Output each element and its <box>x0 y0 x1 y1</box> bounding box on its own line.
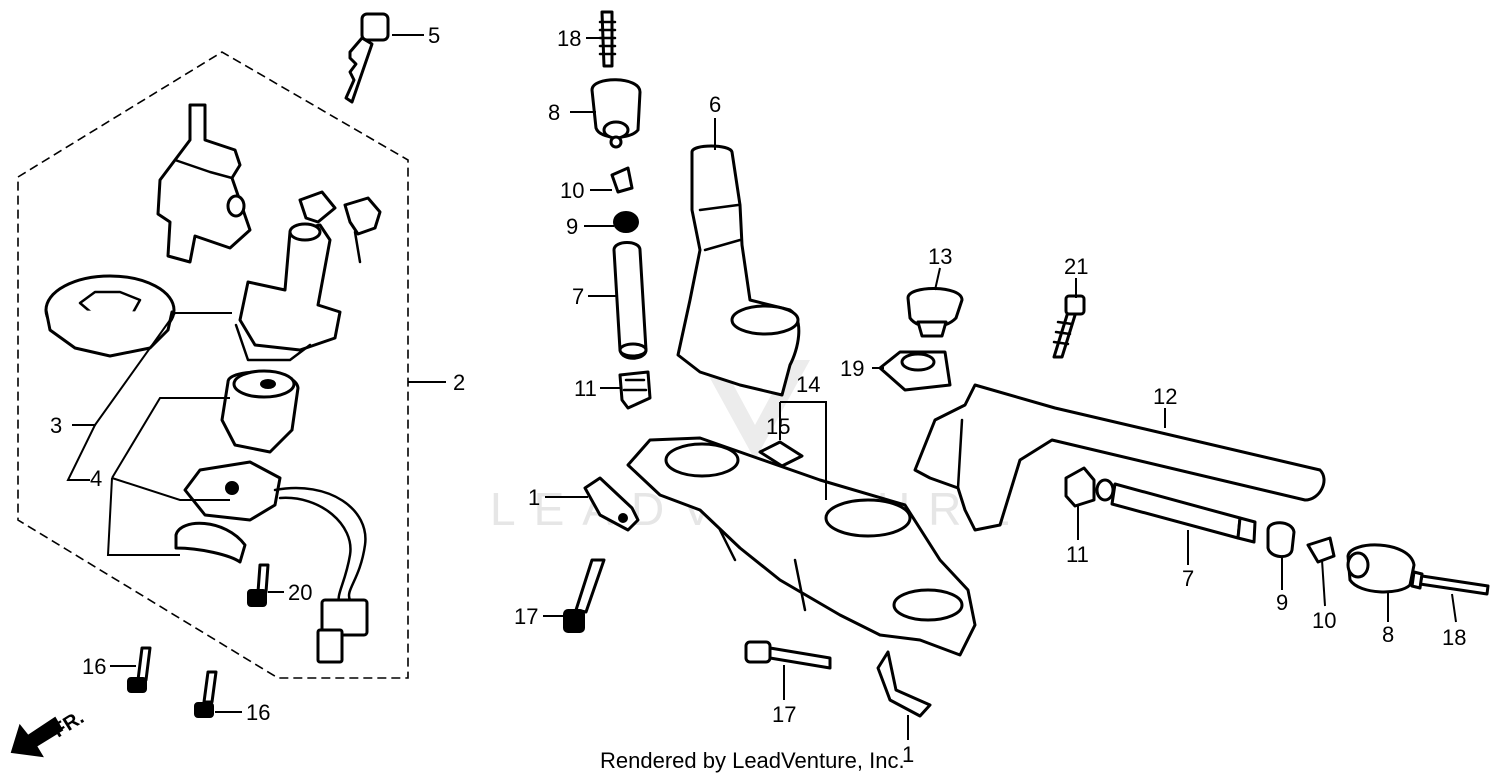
callouts: 5 2 3 4 20 16 16 18 8 10 9 7 11 6 13 19 … <box>50 23 1466 767</box>
fuel-cap-part <box>44 274 176 358</box>
callout-7-right: 7 <box>1182 566 1194 591</box>
callout-11-right: 11 <box>1066 542 1089 567</box>
callout-7-left: 7 <box>572 284 584 309</box>
callout-3: 3 <box>50 413 62 438</box>
callout-21: 21 <box>1064 254 1088 279</box>
clamp-ring-part <box>174 521 247 564</box>
cylinder-housing-part <box>220 369 300 454</box>
switch-base-part <box>183 460 369 664</box>
callout-16-top: 16 <box>82 654 106 679</box>
callout-12: 12 <box>1153 384 1177 409</box>
bolt-16-bottom-part <box>194 670 218 718</box>
callout-9-right: 9 <box>1276 590 1288 615</box>
bolt-17-left-part <box>563 558 606 633</box>
bolt-17-bottom-part <box>744 640 832 670</box>
bolt-16-top-part <box>127 646 152 693</box>
handlebar-6-part <box>676 144 801 397</box>
handlebar-12-part <box>913 383 1326 532</box>
direction-arrow: FR. <box>10 707 88 758</box>
bar-end-weight-8-left-part <box>590 78 642 149</box>
bracket-1-left-part <box>583 476 640 532</box>
callout-2: 2 <box>453 370 465 395</box>
callout-19: 19 <box>840 356 864 381</box>
weight-rod-7-right-part <box>1095 478 1257 544</box>
nut-19-part <box>878 350 952 392</box>
rubber-9-right-part <box>1266 521 1296 558</box>
callout-10-right: 10 <box>1312 608 1336 633</box>
weight-rod-7-left-part <box>612 241 648 360</box>
bar-end-weight-8-right-part <box>1346 543 1416 594</box>
callout-8-right: 8 <box>1382 622 1394 647</box>
key-part <box>344 12 390 104</box>
bracket-1-bottom-part <box>876 650 932 718</box>
ignition-switch-part <box>234 190 382 362</box>
callout-15: 15 <box>766 414 790 439</box>
callout-17-bottom: 17 <box>772 702 796 727</box>
bolt-21-part <box>1052 294 1086 359</box>
bolt-20-part <box>247 563 270 607</box>
callout-18-left: 18 <box>557 26 581 51</box>
nut-11-right-part <box>1064 466 1096 508</box>
arrow-down-left-icon <box>10 716 64 758</box>
callout-11-left: 11 <box>574 376 597 401</box>
clip-10-right-part <box>1306 536 1336 564</box>
credit-text: Rendered by LeadVenture, Inc. <box>600 748 905 773</box>
callout-14: 14 <box>796 372 820 397</box>
leader-lines <box>66 34 1457 740</box>
top-bridge-part <box>626 436 977 657</box>
callout-5: 5 <box>428 23 440 48</box>
callout-9-left: 9 <box>566 214 578 239</box>
callout-1-bottom: 1 <box>902 742 914 767</box>
callout-4: 4 <box>90 466 102 491</box>
direction-label: FR. <box>49 707 88 743</box>
callout-20: 20 <box>288 580 312 605</box>
callout-16-bottom: 16 <box>246 700 270 725</box>
callout-13: 13 <box>928 244 952 269</box>
callout-17-left: 17 <box>514 604 538 629</box>
clip-10-left-part <box>610 166 634 194</box>
nut-11-left-part <box>618 370 652 410</box>
screw-18-left-part <box>598 10 617 68</box>
cap-13-part <box>906 287 964 338</box>
callout-10-left: 10 <box>560 178 584 203</box>
callout-6: 6 <box>709 92 721 117</box>
screw-18-right-part <box>1410 570 1490 596</box>
callout-8-left: 8 <box>548 100 560 125</box>
assembly-boundary <box>17 51 409 679</box>
callout-1-left: 1 <box>528 485 540 510</box>
rubber-9-left-part <box>613 211 639 233</box>
label-15-part <box>758 440 804 468</box>
seat-lock-part <box>156 103 252 264</box>
callout-18-right: 18 <box>1442 625 1466 650</box>
